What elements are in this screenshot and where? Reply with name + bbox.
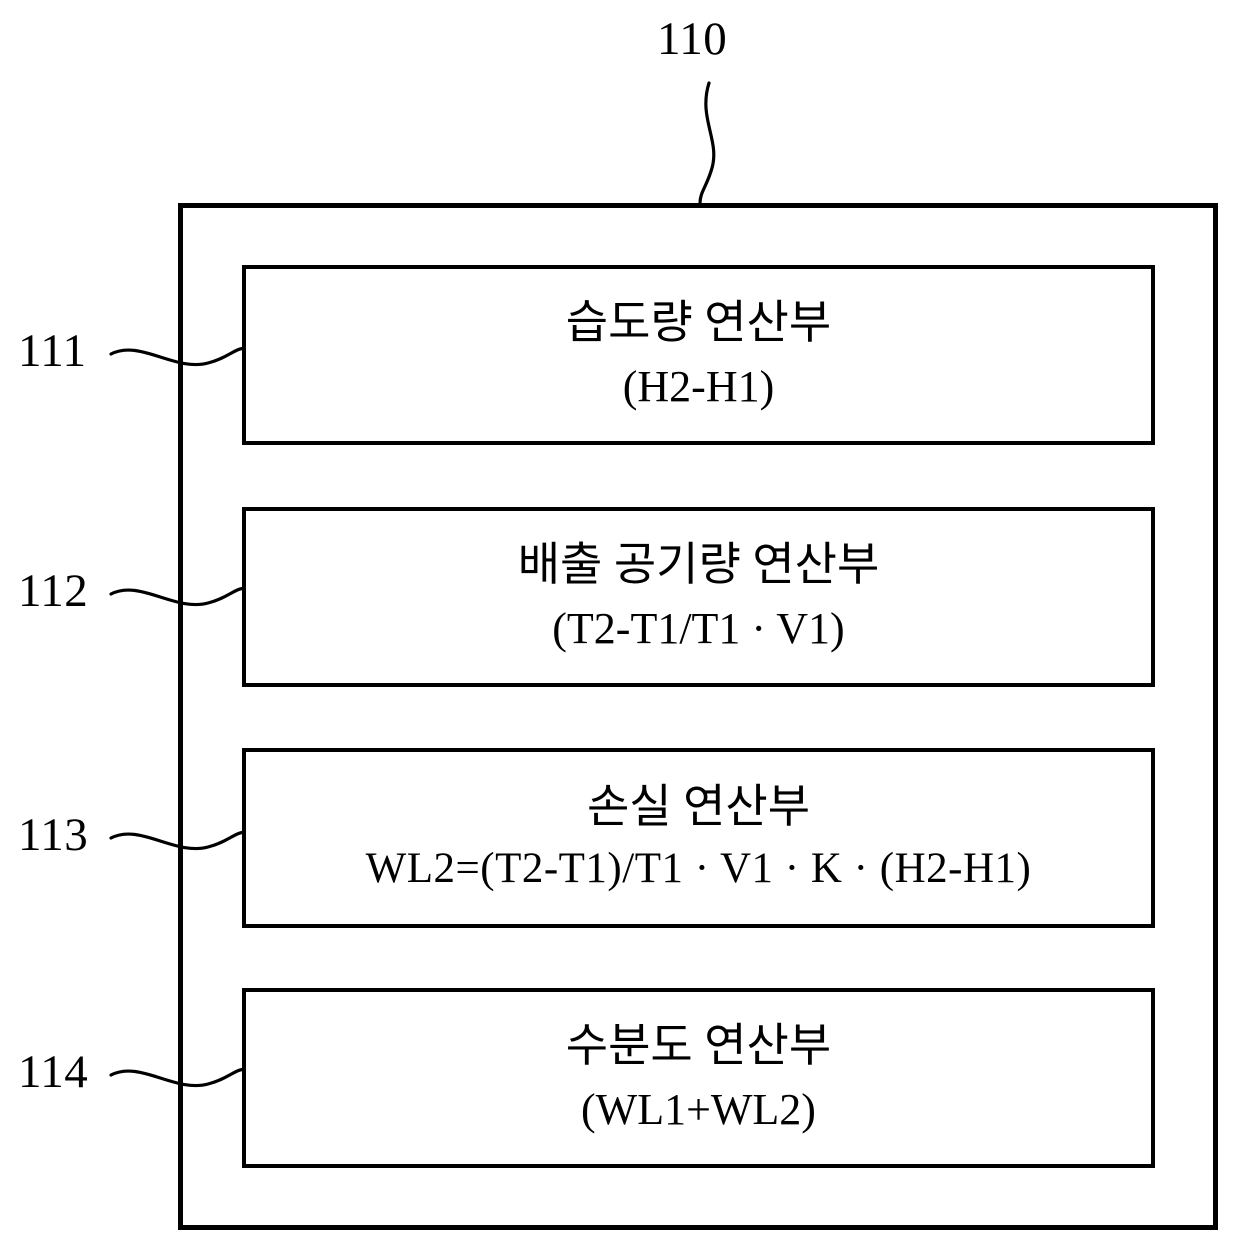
module-114-title: 수분도 연산부 [565,1020,832,1072]
reference-numeral-114: 114 [18,1046,89,1098]
module-box-112: 배출 공기량 연산부 (T2-T1/T1 · V1) [242,507,1155,687]
module-114-formula: (WL1+WL2) [581,1084,816,1134]
module-112-formula: (T2-T1/T1 · V1) [552,603,845,653]
reference-numeral-110: 110 [657,13,728,65]
reference-numeral-113: 113 [18,809,89,861]
module-111-title: 습도량 연산부 [565,297,832,349]
module-box-111: 습도량 연산부 (H2-H1) [242,265,1155,445]
reference-numeral-112: 112 [18,565,89,617]
module-box-114: 수분도 연산부 (WL1+WL2) [242,988,1155,1168]
reference-numeral-111: 111 [18,325,87,377]
module-113-title: 손실 연산부 [586,780,811,832]
module-box-113: 손실 연산부 WL2=(T2-T1)/T1 · V1 · K · (H2-H1) [242,748,1155,928]
module-113-formula: WL2=(T2-T1)/T1 · V1 · K · (H2-H1) [365,845,1032,893]
leader-line-110 [698,81,716,205]
outer-enclosure-110 [178,203,1218,1230]
module-111-formula: (H2-H1) [622,361,775,411]
module-112-title: 배출 공기량 연산부 [517,539,880,591]
